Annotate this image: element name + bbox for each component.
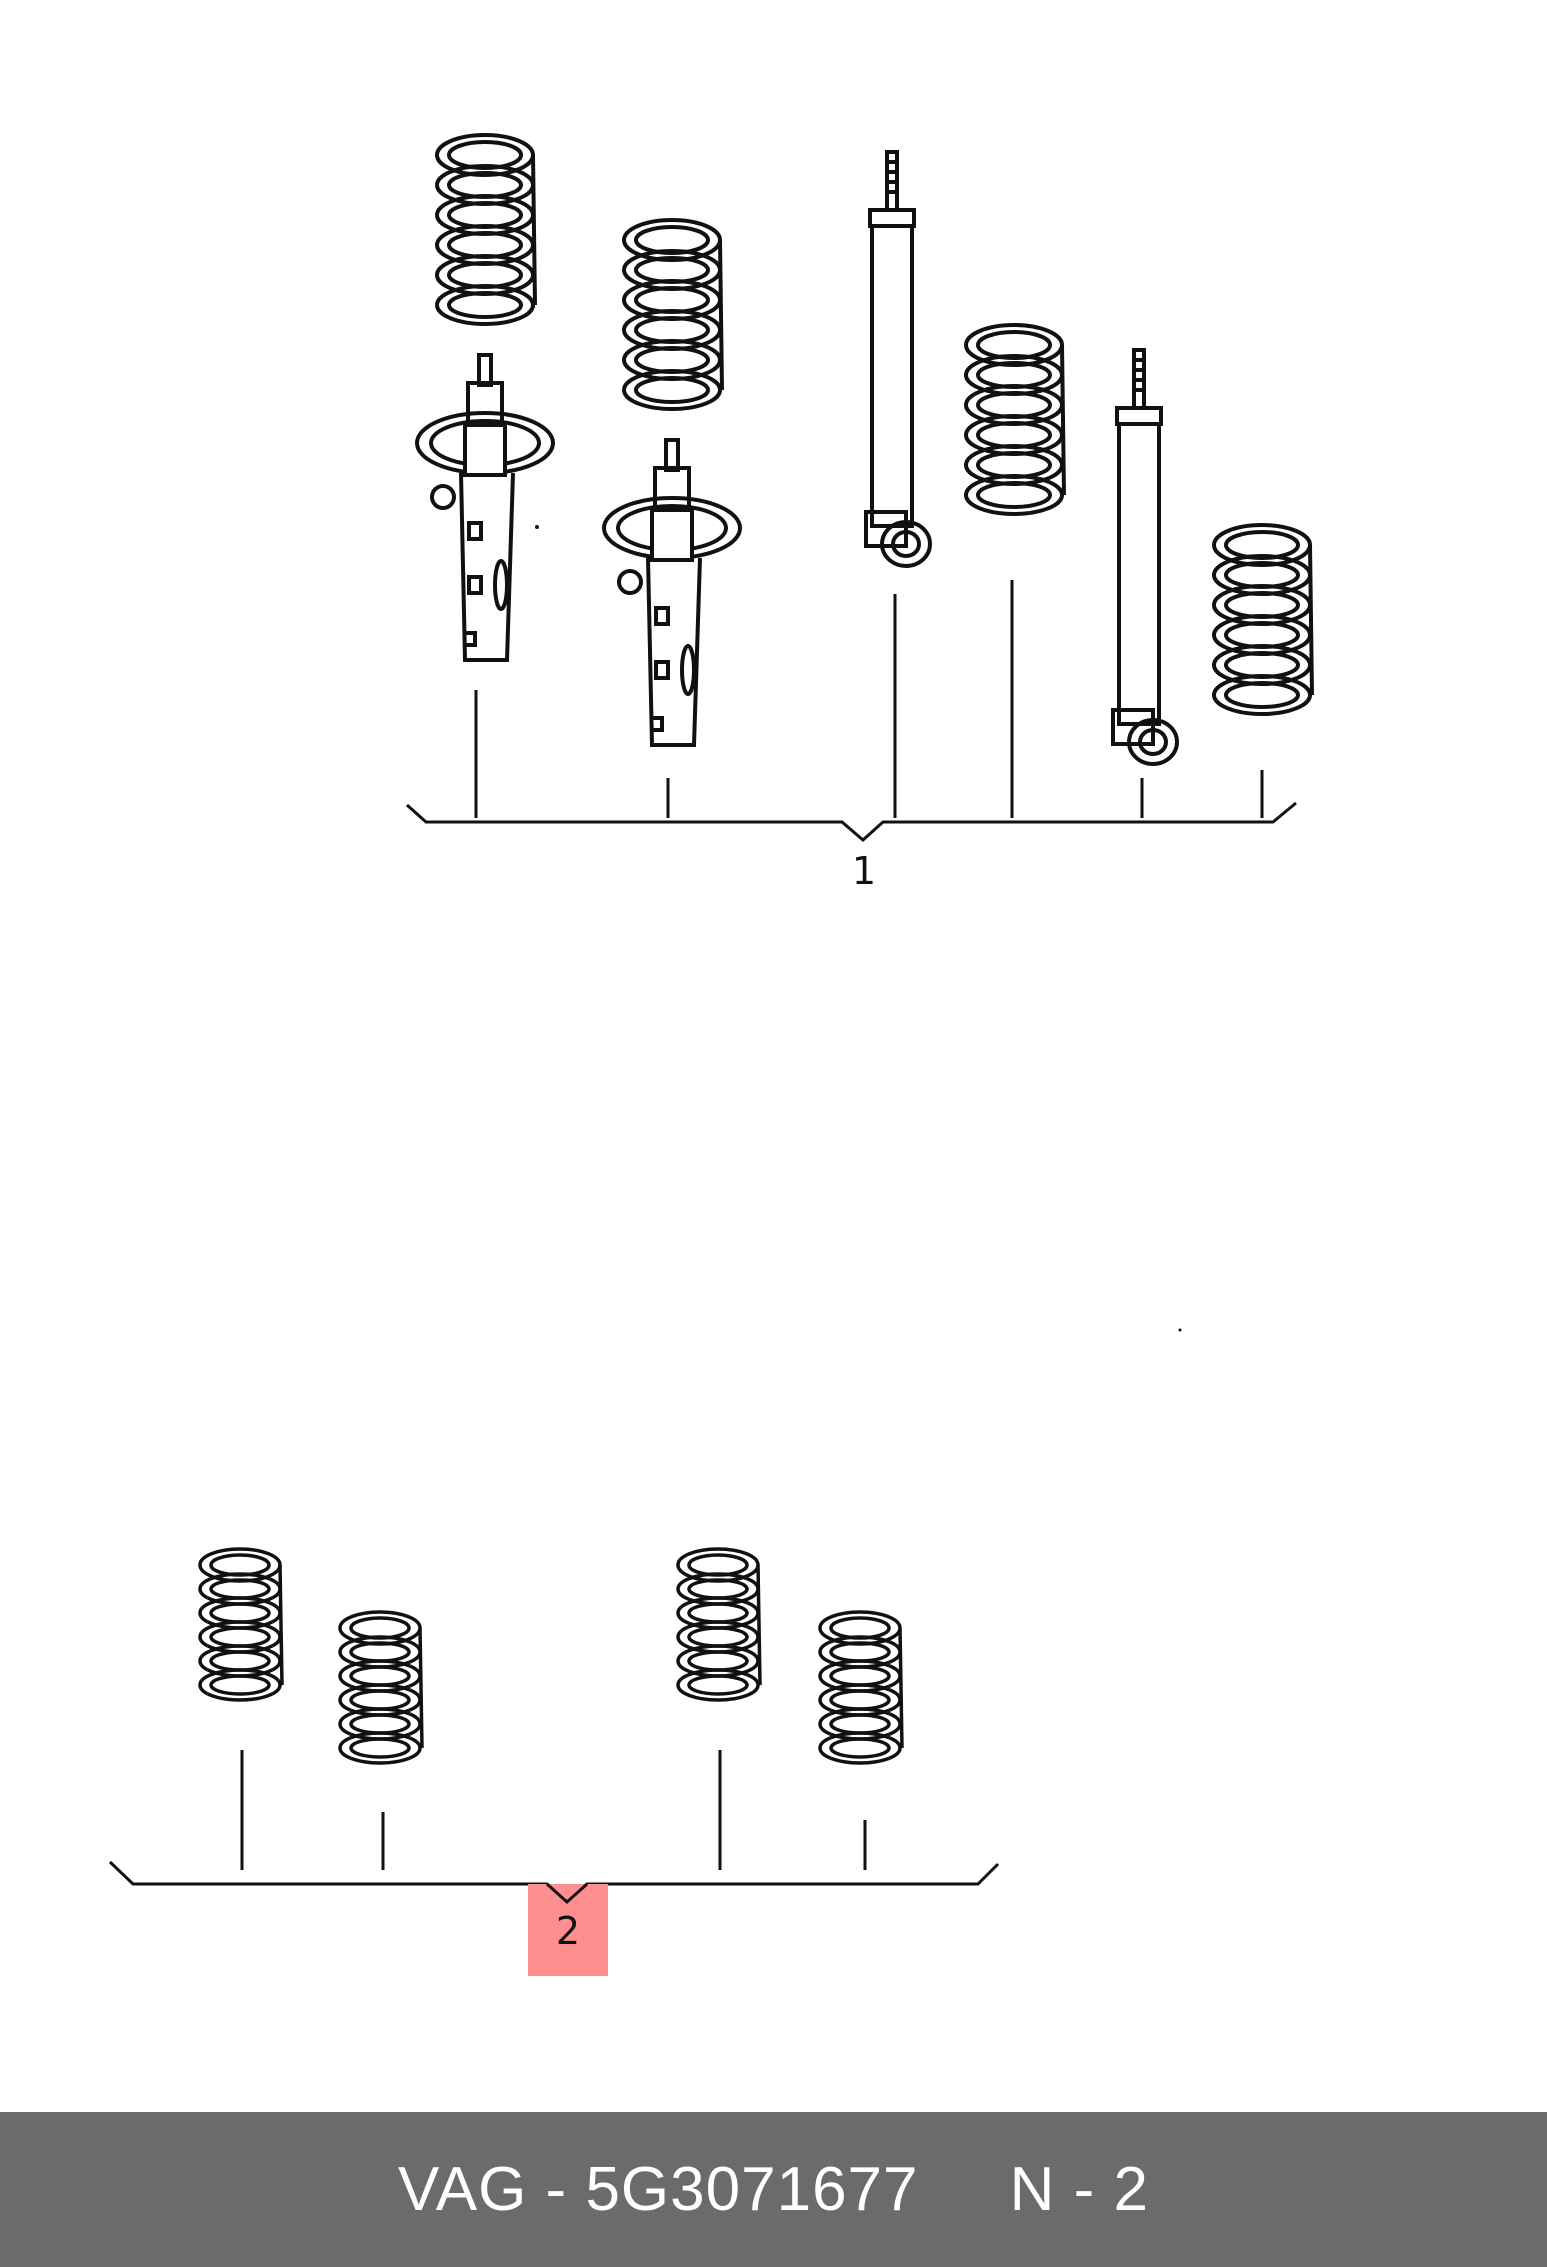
footer-gap xyxy=(919,2154,1010,2225)
rear-spring-right-icon xyxy=(1212,523,1314,716)
front-spring-left-icon xyxy=(435,133,537,326)
leader-lines-2 xyxy=(108,1750,1000,1905)
footer-dash: - xyxy=(545,2155,568,2224)
callout-label-2: 2 xyxy=(556,1909,580,1953)
stray-dot xyxy=(535,525,539,529)
rear-spring-left-icon xyxy=(964,323,1066,516)
front-strut-left-icon xyxy=(415,353,555,662)
front-spring-right-icon xyxy=(622,218,724,411)
lower-assembly: 2 xyxy=(108,1547,1000,1976)
footer-position: N - 2 xyxy=(1009,2155,1150,2224)
callout-label-1: 1 xyxy=(852,849,876,893)
parts-diagram: 1 2 xyxy=(108,133,1314,1976)
front-strut-right-icon xyxy=(602,438,742,747)
rear-shock-left-icon xyxy=(864,150,932,568)
rear-shock-right-icon xyxy=(1111,348,1179,766)
footer-part-number: 5G3071677 xyxy=(585,2155,919,2224)
footer-separator xyxy=(527,2154,545,2225)
spring-set-2-icon xyxy=(338,1610,424,1765)
leader-lines-1 xyxy=(405,580,1297,842)
spring-set-4-icon xyxy=(818,1610,904,1765)
spring-set-3-icon xyxy=(676,1547,762,1702)
footer-brand: VAG xyxy=(397,2155,528,2224)
spring-set-1-icon xyxy=(198,1547,284,1702)
part-number-footer: VAG - 5G3071677 N - 2 xyxy=(0,2112,1547,2267)
stray-dot xyxy=(1178,1328,1182,1332)
upper-assembly: 1 xyxy=(405,133,1314,893)
footer-space xyxy=(567,2154,585,2225)
